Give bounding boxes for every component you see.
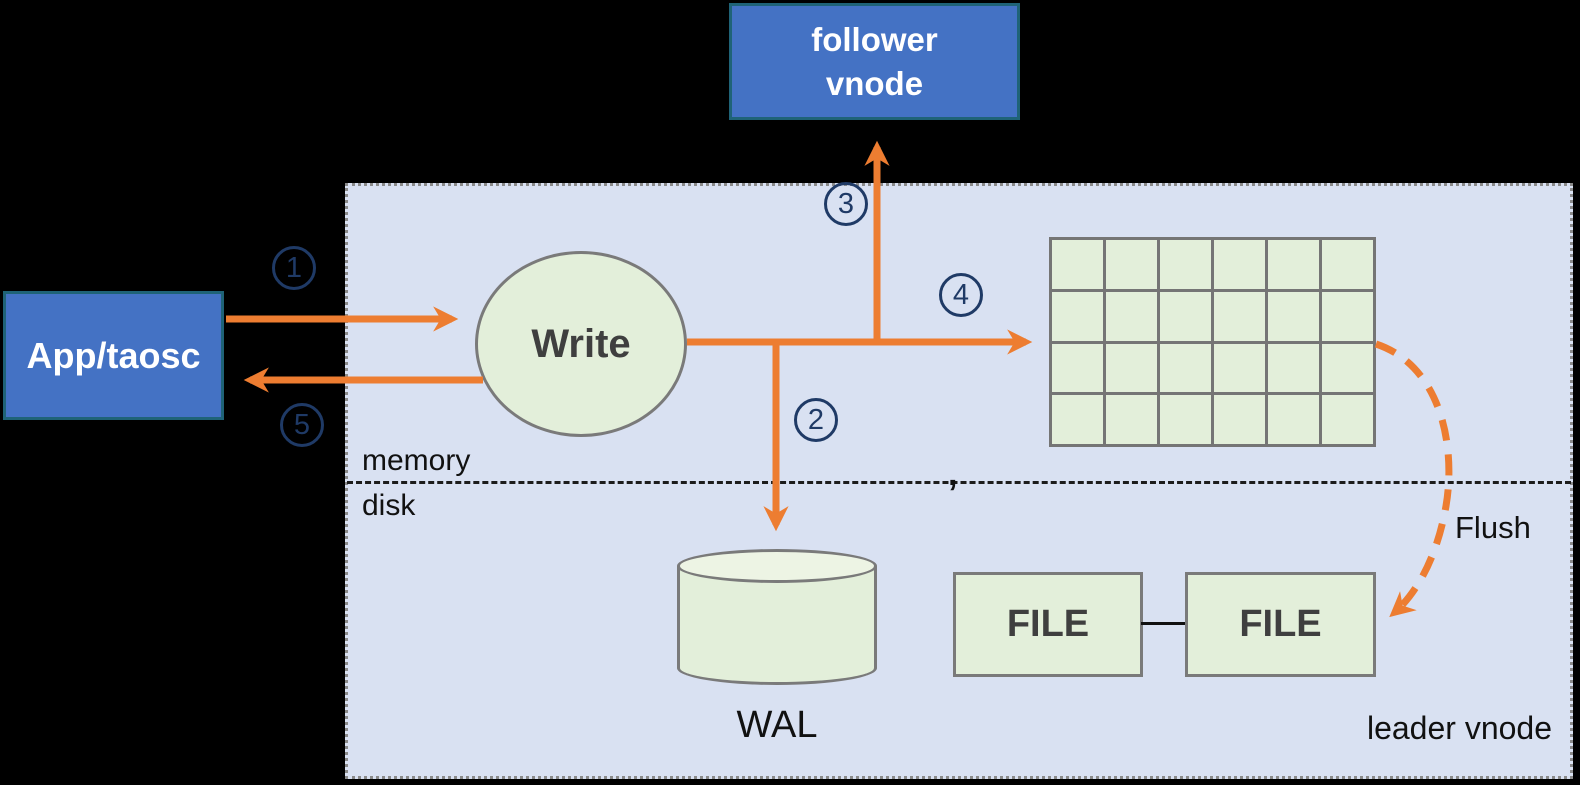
memtable-cell (1322, 240, 1373, 289)
write-node: Write (475, 251, 687, 437)
memtable-cell (1052, 395, 1103, 444)
follower-vnode-box: follower vnode (729, 3, 1020, 120)
memtable-cell (1106, 240, 1157, 289)
app-taosc-box: App/taosc (3, 291, 224, 420)
wal-cylinder-top (677, 549, 877, 583)
stray-comma-mark: , (948, 455, 958, 493)
memtable-cell (1160, 291, 1211, 341)
memtable-cell (1214, 240, 1265, 289)
wal-cylinder-body (677, 566, 877, 685)
wal-label: WAL (736, 704, 818, 746)
file-box-1-label: FILE (1006, 603, 1090, 645)
memory-label: memory (362, 444, 471, 477)
memtable-cell (1106, 291, 1157, 341)
memtable-cell (1214, 395, 1265, 444)
follower-vnode-label: follower vnode (811, 20, 938, 102)
step-badge-2: 2 (794, 398, 838, 442)
file-box-2-label: FILE (1239, 603, 1322, 645)
step-badge-1: 1 (272, 246, 316, 290)
memtable-cell (1214, 343, 1265, 393)
memtable-cell (1160, 395, 1211, 444)
memtable-grid (1049, 237, 1376, 447)
memtable-cell (1322, 395, 1373, 444)
step-badge-5: 5 (280, 403, 324, 447)
write-node-label: Write (531, 321, 631, 366)
step-badge-4: 4 (939, 273, 983, 317)
memtable-cell (1268, 343, 1319, 393)
memtable-cell (1160, 240, 1211, 289)
leader-vnode-label: leader vnode (1366, 710, 1552, 746)
memtable-cell (1052, 343, 1103, 393)
memtable-cell (1106, 343, 1157, 393)
memory-disk-divider (347, 481, 1571, 484)
memtable-cell (1214, 291, 1265, 341)
file-box-2: FILE (1185, 572, 1376, 677)
app-taosc-label: App/taosc (26, 334, 201, 376)
flush-label: Flush (1455, 510, 1531, 545)
memtable-cell (1322, 291, 1373, 341)
disk-label: disk (362, 489, 416, 522)
memtable-cell (1268, 291, 1319, 341)
memtable-cell (1052, 240, 1103, 289)
memtable-cell (1268, 395, 1319, 444)
memtable-cell (1322, 343, 1373, 393)
file-connector-line (1141, 622, 1187, 625)
memtable-cell (1160, 343, 1211, 393)
memtable-cell (1052, 291, 1103, 341)
memtable-cell (1106, 395, 1157, 444)
memtable-cell (1268, 240, 1319, 289)
step-badge-3: 3 (824, 182, 868, 226)
file-box-1: FILE (953, 572, 1143, 677)
wal-cylinder (677, 549, 877, 685)
